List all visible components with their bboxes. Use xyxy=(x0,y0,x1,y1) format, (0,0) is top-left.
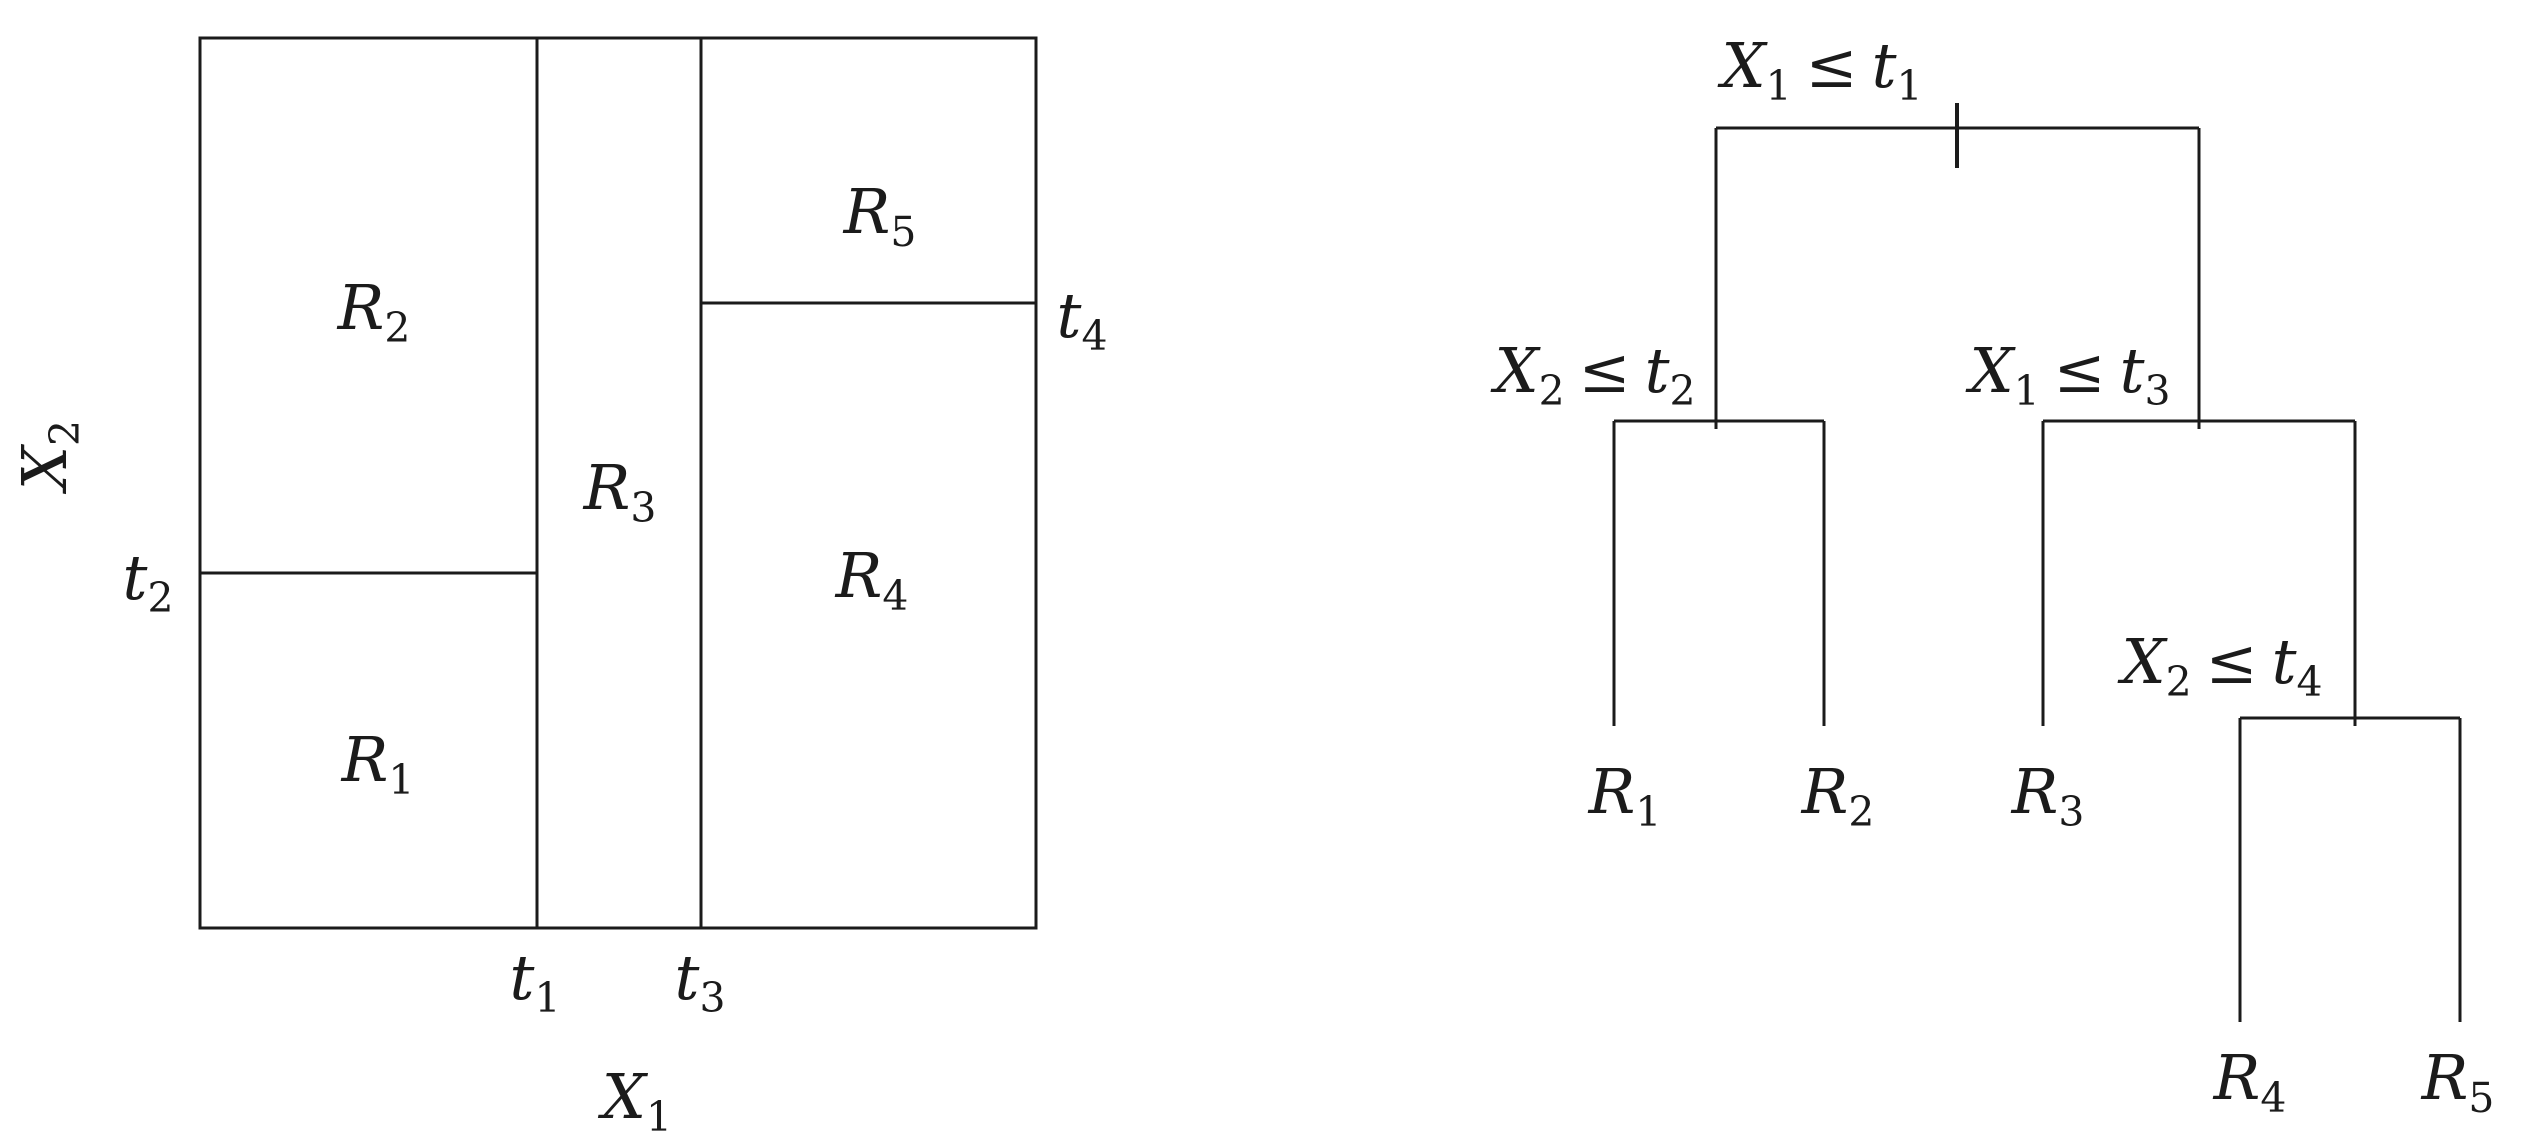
right-rhs-sub: 3 xyxy=(2144,367,2171,416)
right-op: ≤ xyxy=(2053,334,2106,407)
right-lhs-sub: 1 xyxy=(2013,367,2040,416)
t4-sub: 4 xyxy=(1081,312,1108,361)
leaf-r1-sub: 1 xyxy=(1635,788,1662,837)
threshold-label-t1: t1 xyxy=(510,947,561,1019)
r2-base: R xyxy=(337,271,385,344)
x-axis-sub: 1 xyxy=(646,1093,673,1142)
bottom-op: ≤ xyxy=(2205,625,2258,698)
partition-region-label-r4: R4 xyxy=(836,545,909,617)
tree-leaf-label-r1: R1 xyxy=(1589,761,1662,833)
leaf-r2-base: R xyxy=(1801,755,1849,828)
r5-sub: 5 xyxy=(890,208,917,257)
threshold-label-t2: t2 xyxy=(123,547,174,619)
left-rhs-sub: 2 xyxy=(1669,367,1696,416)
leaf-r4-base: R xyxy=(2213,1041,2261,1114)
partition-y-axis-label: X2 xyxy=(8,420,89,490)
tree-split-label-root: X1≤t1 xyxy=(1721,35,1922,107)
r1-base: R xyxy=(341,723,389,796)
tree-leaf-label-r3: R3 xyxy=(2012,761,2085,833)
root-op: ≤ xyxy=(1805,29,1858,102)
root-rhs-sub: 1 xyxy=(1896,62,1923,111)
leaf-r5-sub: 5 xyxy=(2468,1074,2495,1123)
partition-region-label-r2: R2 xyxy=(338,277,411,349)
bottom-rhs-sub: 4 xyxy=(2296,658,2323,707)
tree-split-label-bottom: X2≤t4 xyxy=(2121,631,2322,703)
leaf-r3-base: R xyxy=(2011,755,2059,828)
root-lhs-sub: 1 xyxy=(1765,62,1792,111)
tree-split-label-right: X1≤t3 xyxy=(1969,340,2170,412)
y-axis-base: X xyxy=(8,445,81,491)
threshold-label-t3: t3 xyxy=(675,947,726,1019)
t1-sub: 1 xyxy=(534,974,561,1023)
tree-leaf-label-r5: R5 xyxy=(2422,1047,2495,1119)
partition-region-label-r5: R5 xyxy=(844,181,917,253)
partition-x-axis-label: X1 xyxy=(602,1066,672,1138)
left-lhs-base: X xyxy=(1494,334,1539,407)
tree-leaf-label-r4: R4 xyxy=(2214,1047,2287,1119)
t2-base: t xyxy=(122,541,148,614)
r2-sub: 2 xyxy=(384,304,411,353)
left-rhs-base: t xyxy=(1644,334,1670,407)
t2-sub: 2 xyxy=(147,574,174,623)
right-rhs-base: t xyxy=(2119,334,2145,407)
r1-sub: 1 xyxy=(388,756,415,805)
left-lhs-sub: 2 xyxy=(1538,367,1565,416)
r4-base: R xyxy=(835,539,883,612)
r5-base: R xyxy=(843,175,891,248)
partition-region-label-r1: R1 xyxy=(342,729,415,801)
left-op: ≤ xyxy=(1578,334,1631,407)
t3-base: t xyxy=(674,941,700,1014)
bottom-lhs-base: X xyxy=(2121,625,2166,698)
right-lhs-base: X xyxy=(1969,334,2014,407)
leaf-r2-sub: 2 xyxy=(1848,788,1875,837)
root-rhs-base: t xyxy=(1871,29,1897,102)
t1-base: t xyxy=(509,941,535,1014)
tree-split-label-left: X2≤t2 xyxy=(1494,340,1695,412)
t3-sub: 3 xyxy=(699,974,726,1023)
partition-region-label-r3: R3 xyxy=(584,457,657,529)
partition-border xyxy=(198,36,1038,930)
r4-sub: 4 xyxy=(882,572,909,621)
leaf-r3-sub: 3 xyxy=(2058,788,2085,837)
r3-base: R xyxy=(583,451,631,524)
root-lhs-base: X xyxy=(1721,29,1766,102)
leaf-r4-sub: 4 xyxy=(2260,1074,2287,1123)
tree-leaf-label-r2: R2 xyxy=(1802,761,1875,833)
y-axis-sub: 2 xyxy=(41,419,90,446)
threshold-label-t4: t4 xyxy=(1057,285,1108,357)
r3-sub: 3 xyxy=(630,484,657,533)
bottom-rhs-base: t xyxy=(2271,625,2297,698)
leaf-r5-base: R xyxy=(2421,1041,2469,1114)
x-axis-base: X xyxy=(601,1060,647,1133)
leaf-r1-base: R xyxy=(1588,755,1636,828)
bottom-lhs-sub: 2 xyxy=(2165,658,2192,707)
t4-base: t xyxy=(1056,279,1082,352)
